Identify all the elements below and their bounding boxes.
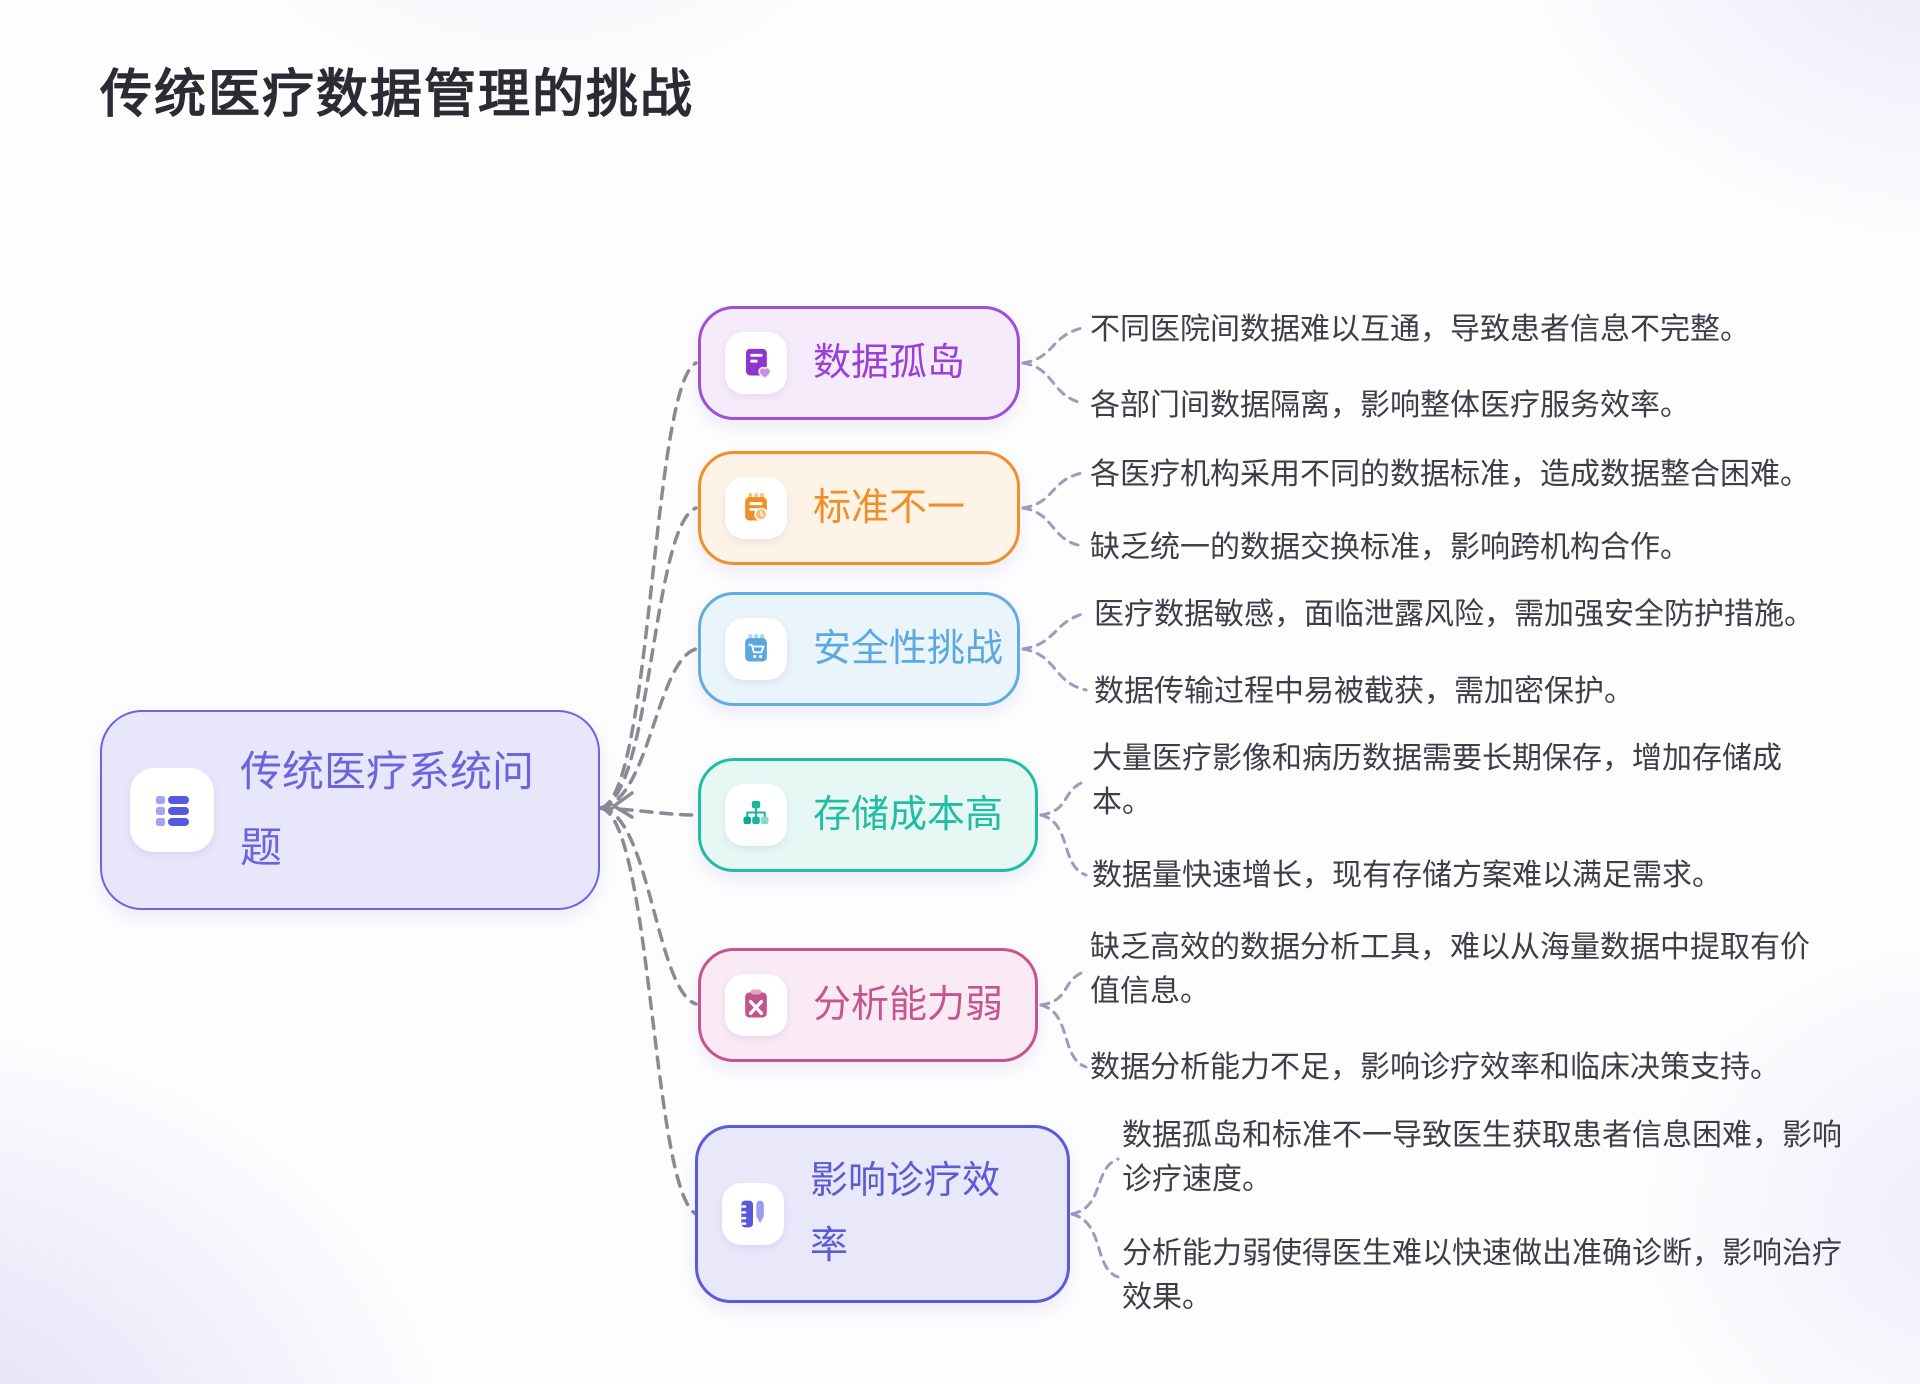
leaf-text[interactable]: 不同医院间数据难以互通，导致患者信息不完整。: [1090, 313, 1750, 346]
branch-node-security[interactable]: 安全性挑战: [698, 592, 1020, 706]
root-label: 传统医疗系统问题: [240, 748, 535, 871]
list-icon: [130, 768, 214, 852]
leaf-text[interactable]: 数据孤岛和标准不一导致医生获取患者信息困难，影响诊疗速度。: [1122, 1119, 1842, 1196]
leaf-text[interactable]: 数据分析能力不足，影响诊疗效率和临床决策支持。: [1090, 1051, 1780, 1084]
leaf-text[interactable]: 缺乏统一的数据交换标准，影响跨机构合作。: [1090, 531, 1690, 564]
document-heart-icon: [725, 332, 787, 394]
leaf-text[interactable]: 大量医疗影像和病历数据需要长期保存，增加存储成本。: [1092, 742, 1782, 819]
branch-node-weak-analytics[interactable]: 分析能力弱: [698, 948, 1038, 1062]
branch-label: 数据孤岛: [813, 341, 966, 384]
clipboard-tools-icon: [725, 974, 787, 1036]
branch-label: 分析能力弱: [813, 983, 1004, 1026]
branch-label: 安全性挑战: [813, 627, 1004, 670]
notes-pen-icon: [722, 1183, 784, 1245]
fan-arrow: [612, 791, 634, 819]
branch-node-treatment-efficiency[interactable]: 影响诊疗效率: [695, 1125, 1070, 1303]
root-node-traditional-system[interactable]: 传统医疗系统问题: [100, 710, 600, 910]
sitemap-icon: [725, 784, 787, 846]
branch-label: 影响诊疗效率: [810, 1160, 1001, 1267]
branch-node-standards[interactable]: 标准不一: [698, 451, 1020, 565]
leaf-text[interactable]: 数据量快速增长，现有存储方案难以满足需求。: [1092, 859, 1722, 892]
calendar-cart-icon: [725, 618, 787, 680]
leaf-text[interactable]: 数据传输过程中易被截获，需加密保护。: [1094, 675, 1634, 708]
branch-label: 标准不一: [813, 486, 966, 529]
leaf-text[interactable]: 分析能力弱使得医生难以快速做出准确诊断，影响治疗效果。: [1122, 1237, 1842, 1314]
leaf-text[interactable]: 缺乏高效的数据分析工具，难以从海量数据中提取有价值信息。: [1090, 931, 1810, 1008]
leaf-text[interactable]: 各部门间数据隔离，影响整体医疗服务效率。: [1090, 389, 1690, 422]
branch-label: 存储成本高: [813, 793, 1004, 836]
leaf-text[interactable]: 各医疗机构采用不同的数据标准，造成数据整合困难。: [1090, 458, 1810, 491]
clipboard-clock-icon: [725, 477, 787, 539]
branch-node-data-silo[interactable]: 数据孤岛: [698, 306, 1020, 420]
page-title: 传统医疗数据管理的挑战: [100, 66, 695, 124]
leaf-text[interactable]: 医疗数据敏感，面临泄露风险，需加强安全防护措施。: [1094, 598, 1814, 631]
branch-node-storage-cost[interactable]: 存储成本高: [698, 758, 1038, 872]
